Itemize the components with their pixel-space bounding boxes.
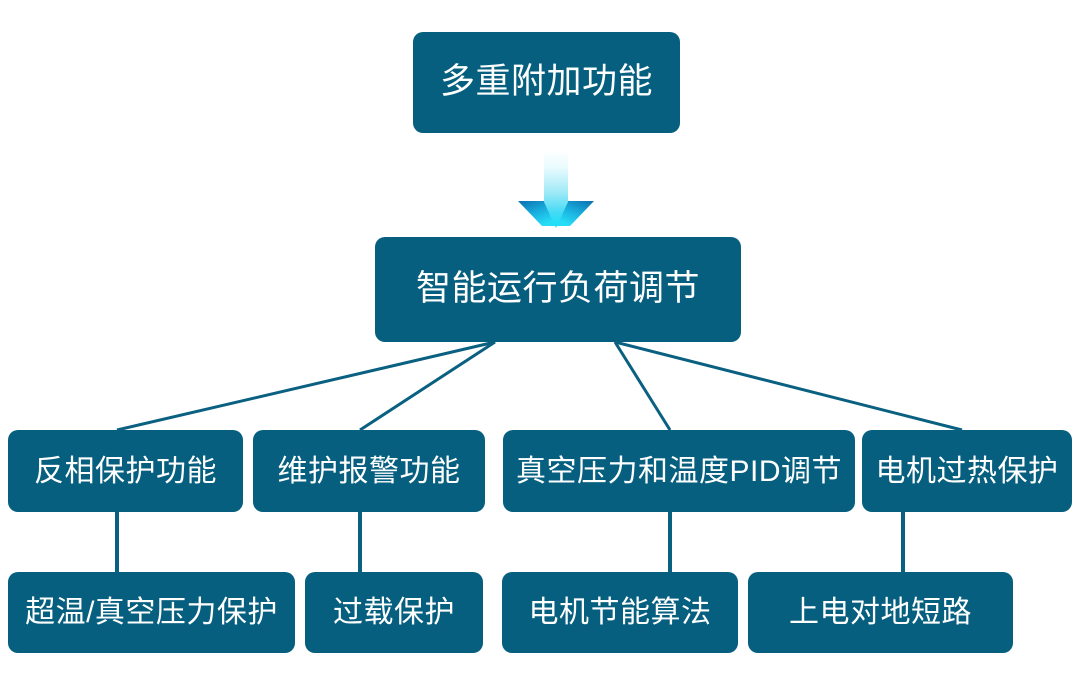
node-l3-1-label: 维护报警功能	[277, 454, 461, 488]
node-l4-1[interactable]: 过载保护	[305, 572, 483, 653]
node-l4-0[interactable]: 超温/真空压力保护	[8, 572, 295, 653]
node-l3-2-label: 真空压力和温度PID调节	[515, 454, 842, 488]
node-root[interactable]: 多重附加功能	[413, 32, 680, 133]
node-l3-1[interactable]: 维护报警功能	[253, 430, 485, 512]
edge-l2-to-l3-0	[116, 340, 496, 432]
edge-l2-to-l3-1	[359, 340, 496, 432]
node-l4-0-label: 超温/真空压力保护	[25, 596, 278, 629]
node-l3-0[interactable]: 反相保护功能	[8, 430, 243, 512]
down-arrow-icon	[518, 150, 594, 228]
node-l2-label: 智能运行负荷调节	[415, 269, 700, 309]
edge-l2-to-l3-3	[614, 340, 963, 432]
node-l4-3-label: 上电对地短路	[789, 596, 972, 629]
node-l3-2[interactable]: 真空压力和温度PID调节	[503, 430, 855, 512]
node-l4-3[interactable]: 上电对地短路	[748, 572, 1013, 653]
node-l3-0-label: 反相保护功能	[34, 454, 217, 488]
node-l4-2[interactable]: 电机节能算法	[502, 572, 738, 653]
node-l2[interactable]: 智能运行负荷调节	[375, 237, 741, 342]
edge-l2-to-l3-2	[613, 341, 672, 431]
node-l4-2-label: 电机节能算法	[528, 596, 712, 629]
node-l4-1-label: 过载保护	[333, 596, 455, 629]
node-l3-3[interactable]: 电机过热保护	[862, 430, 1072, 512]
node-root-label: 多重附加功能	[439, 62, 653, 102]
node-l3-3-label: 电机过热保护	[875, 454, 1059, 488]
